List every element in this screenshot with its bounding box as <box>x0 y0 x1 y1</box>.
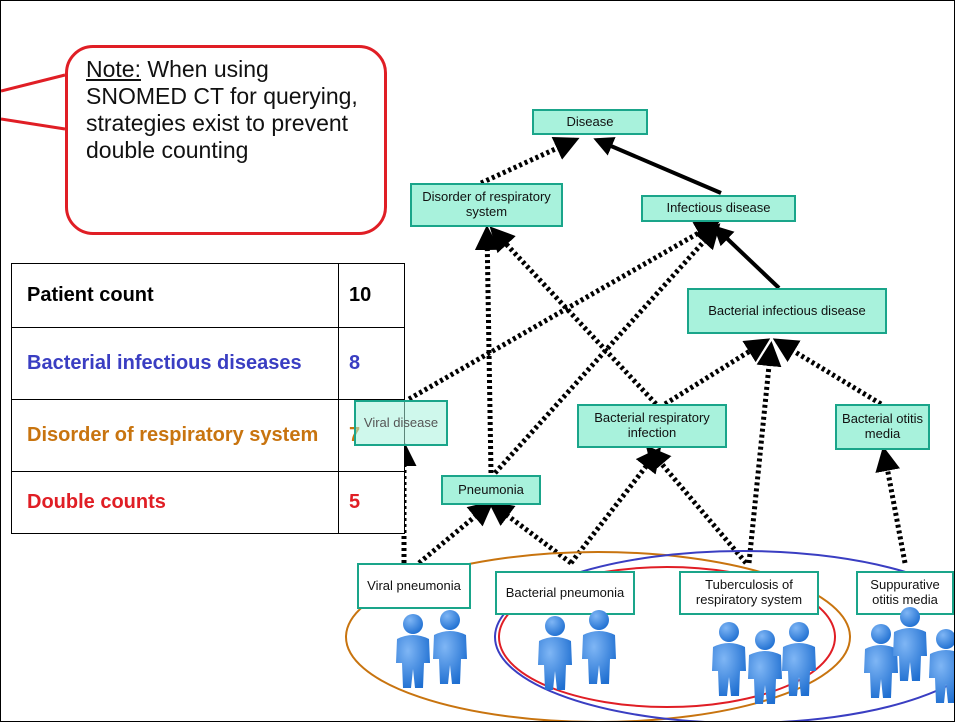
person-icon <box>582 610 616 684</box>
row-label-patient-count: Patient count <box>11 263 339 328</box>
edge-dotted <box>489 226 658 406</box>
node-infectious-disease: Infectious disease <box>641 195 796 222</box>
person-icon <box>748 630 782 704</box>
row-label-double-counts: Double counts <box>11 471 339 534</box>
node-viral-pneumonia: Viral pneumonia <box>357 563 471 609</box>
edge-dotted <box>479 136 580 186</box>
node-bacterial-pneumonia: Bacterial pneumonia <box>495 571 635 615</box>
row-value-patient-count: 10 <box>338 263 405 328</box>
edge-dotted <box>474 225 500 474</box>
edge-dotted <box>875 446 908 564</box>
row-label-bacterial: Bacterial infectious diseases <box>11 327 339 400</box>
node-disorder-respiratory: Disorder of respiratory system <box>410 183 563 227</box>
note-label: Note: <box>86 56 141 82</box>
edge-solid <box>713 225 781 290</box>
callout-pointer <box>1 117 66 131</box>
table-row: Double counts 5 <box>11 471 405 534</box>
row-value-double-counts: 5 <box>338 471 405 534</box>
person-icon <box>433 610 467 684</box>
row-label-respiratory: Disorder of respiratory system <box>11 399 339 472</box>
person-icon <box>864 624 898 698</box>
node-disease: Disease <box>532 109 648 135</box>
edge-dotted <box>569 447 662 565</box>
bacterial-group-ellipse <box>494 550 954 721</box>
person-icon <box>929 629 954 703</box>
node-bacterial-infectious: Bacterial infectious disease <box>687 288 887 334</box>
note-text: When using SNOMED CT for querying, strat… <box>86 56 358 164</box>
callout-pointer <box>1 73 66 93</box>
node-pneumonia: Pneumonia <box>441 475 541 505</box>
edge-solid <box>593 137 722 195</box>
patient-count-table: Patient count 10 Bacterial infectious di… <box>11 263 405 534</box>
double-count-ellipse <box>498 566 836 708</box>
node-viral-disease: Viral disease <box>354 400 448 446</box>
person-icon <box>396 614 430 688</box>
person-icon <box>782 622 816 696</box>
person-icon <box>712 622 746 696</box>
person-icon <box>538 616 572 690</box>
edge-dotted <box>487 501 573 566</box>
edge-dotted <box>417 500 494 565</box>
table-row: Patient count 10 <box>11 263 405 328</box>
edge-dotted <box>746 341 782 564</box>
edge-dotted <box>663 338 771 407</box>
edge-dotted <box>407 220 721 402</box>
node-tuberculosis-respiratory: Tuberculosis of respiratory system <box>679 571 819 615</box>
node-suppurative-otitis-media: Suppurative otitis media <box>856 571 954 615</box>
note-callout: Note: When using SNOMED CT for querying,… <box>65 45 387 235</box>
edge-dotted <box>493 223 721 475</box>
row-value-bacterial: 8 <box>338 327 405 400</box>
table-row: Bacterial infectious diseases 8 <box>11 327 405 400</box>
table-row: Disorder of respiratory system 7 <box>11 399 405 472</box>
edge-dotted <box>772 338 883 407</box>
node-bacterial-otitis-media: Bacterial otitis media <box>835 404 930 450</box>
node-bacterial-respiratory-infection: Bacterial respiratory infection <box>577 404 727 448</box>
edge-dotted <box>645 445 748 565</box>
respiratory-group-ellipse <box>345 551 851 721</box>
person-icon <box>893 607 927 681</box>
